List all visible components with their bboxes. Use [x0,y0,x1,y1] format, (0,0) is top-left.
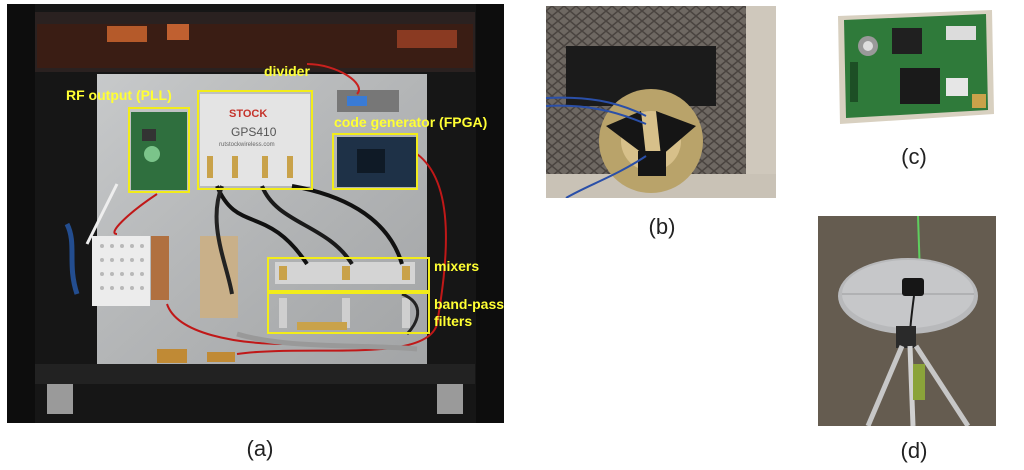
caption-a: (a) [246,436,274,461]
band-pass-label-line1: band-pass [434,296,504,312]
mixers-label: mixers [434,258,480,274]
photo-a-electronics-enclosure: STOCK GPS410 rutstockwireless.com RF out… [7,4,504,423]
divider-model-label: GPS410 [231,125,277,139]
antenna-mount-photo [546,6,776,198]
divider-brand-label: STOCK [229,108,268,120]
divider-site-label: rutstockwireless.com [219,142,275,148]
caption-c: (c) [901,144,927,169]
caption-d: (d) [900,438,928,463]
photo-c-receiver-board [834,6,998,128]
band-pass-filters-box [267,292,430,334]
code-generator-label: code generator (FPGA) [334,114,488,130]
divider-label: divider [264,63,310,79]
caption-b: (b) [648,214,676,239]
divider-box [197,90,313,190]
antenna-tripod-photo [818,216,996,426]
enclosure-photo [7,4,504,423]
rf-output-box [128,107,190,193]
mixers-box [267,257,430,292]
photo-d-antenna-tripod [818,216,996,426]
band-pass-label-line2: filters [434,313,473,329]
photo-b-antenna-mount [546,6,776,198]
receiver-board-photo [838,10,994,124]
rf-output-label: RF output (PLL) [66,87,172,103]
code-generator-box [332,133,418,190]
